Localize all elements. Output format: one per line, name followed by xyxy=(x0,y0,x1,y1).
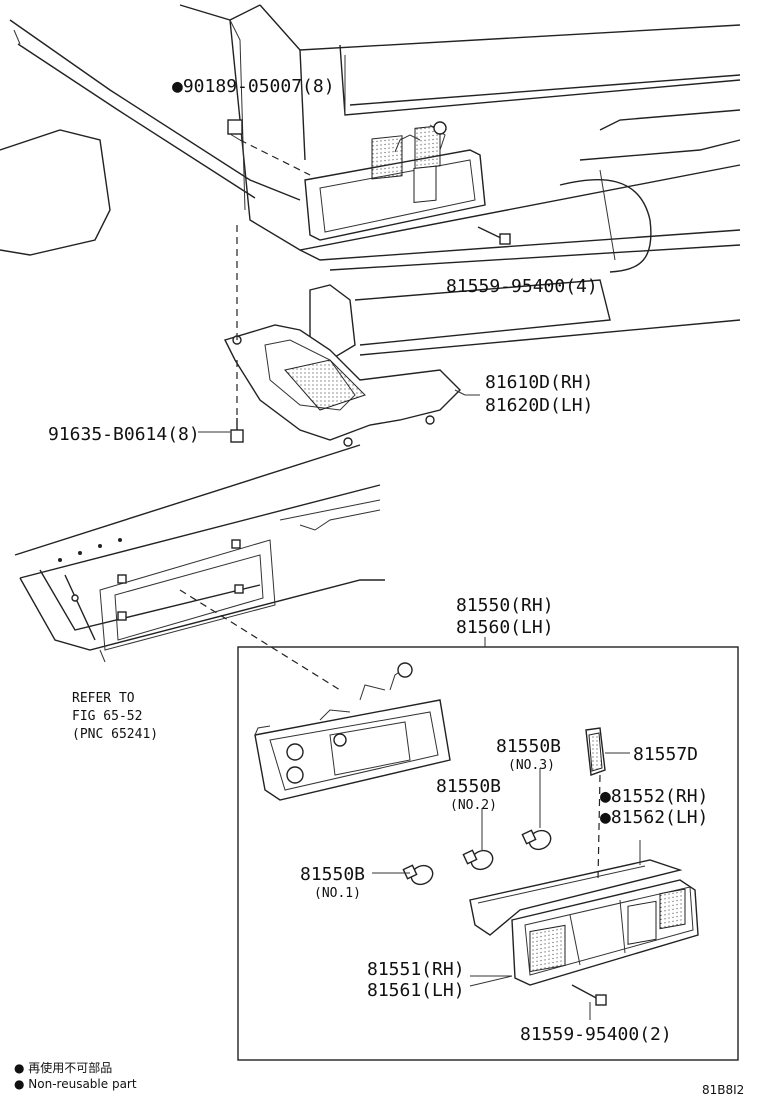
label-lens-lh: 81561(LH) xyxy=(367,980,465,1001)
bolt-top-part xyxy=(227,119,243,141)
gasket-part xyxy=(469,859,683,936)
assembly-box xyxy=(237,646,739,1061)
label-bolt-left: 91635-B0614(8) xyxy=(48,424,200,445)
reflector-part xyxy=(585,727,606,776)
label-gasket-rh: ●81552(RH) xyxy=(600,786,708,807)
reference-line-2: FIG 65-52 xyxy=(72,709,142,724)
screw-bottom-part xyxy=(571,984,607,1006)
figure-code: 81B8I2 xyxy=(702,1083,744,1097)
reference-line-3: (PNC 65241) xyxy=(72,727,158,742)
label-gasket-lh: ●81562(LH) xyxy=(600,807,708,828)
vehicle-body-drawing xyxy=(0,4,741,361)
rear-frame-drawing xyxy=(14,444,385,663)
bulb-2-part xyxy=(462,849,494,871)
tail-lamp-installed xyxy=(304,121,486,241)
label-bulb-2-sub: (NO.2) xyxy=(450,798,497,813)
label-bracket-rh: 81610D(RH) xyxy=(485,372,593,393)
label-lens-rh: 81551(RH) xyxy=(367,959,465,980)
bulb-3-part xyxy=(521,829,552,851)
nonreusable-marker: ● xyxy=(172,76,183,97)
label-bracket-lh: 81620D(LH) xyxy=(485,395,593,416)
bracket-part xyxy=(224,324,461,447)
reference-line-1: REFER TO xyxy=(72,691,135,706)
label-assembly-rh: 81550(RH) xyxy=(456,595,554,616)
label-bulb-3-sub: (NO.3) xyxy=(508,758,555,773)
label-bulb-1: 81550B xyxy=(300,864,365,885)
label-reflector: 81557D xyxy=(633,744,698,765)
label-screw-bottom: 81559-95400(2) xyxy=(520,1024,672,1045)
lens-part xyxy=(511,879,699,986)
leader-lines xyxy=(198,389,641,1020)
label-bulb-2: 81550B xyxy=(436,776,501,797)
label-bulb-3: 81550B xyxy=(496,736,561,757)
label-screw-top: 81559-95400(4) xyxy=(446,276,598,297)
guide-lines xyxy=(179,139,601,881)
lamp-housing-part xyxy=(254,662,451,801)
screw-top-part xyxy=(477,226,511,245)
bolt-left-part xyxy=(230,418,244,443)
nonreusable-marker: ● xyxy=(600,786,611,807)
legend-english: ● Non-reusable part xyxy=(14,1077,137,1091)
label-assembly-lh: 81560(LH) xyxy=(456,617,554,638)
nonreusable-marker: ● xyxy=(600,807,611,828)
label-bolt-top: ●90189-05007(8) xyxy=(172,76,335,97)
legend-japanese: ● 再使用不可部品 xyxy=(14,1060,112,1075)
label-bulb-1-sub: (NO.1) xyxy=(314,886,361,901)
bulb-1-part xyxy=(402,864,434,886)
